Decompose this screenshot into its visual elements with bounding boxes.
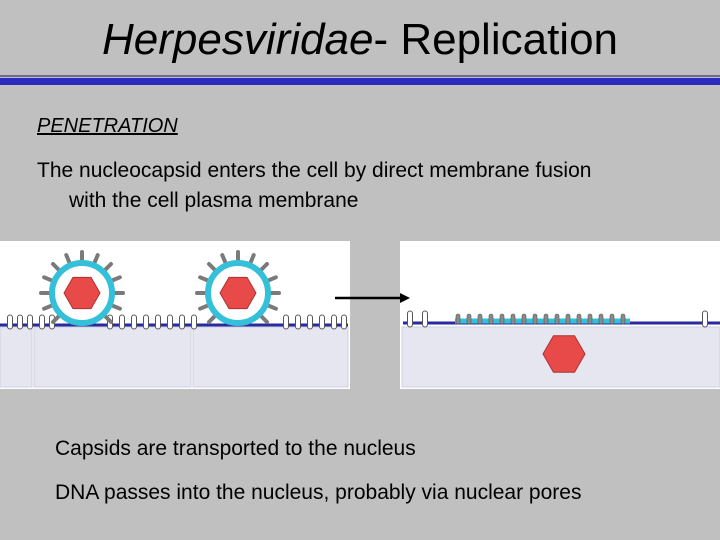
cytoplasm-left-2 (192, 326, 349, 388)
description-paragraph: The nucleocapsid enters the cell by dire… (37, 156, 697, 216)
cytoplasm-left-0 (0, 326, 33, 388)
glycoprotein-stud (576, 313, 582, 325)
membrane-protein-left-17 (331, 314, 337, 330)
capsid-icon (542, 335, 586, 373)
title-underline-shadow (0, 75, 720, 77)
penetration-diagram (0, 241, 720, 389)
title-underline (0, 78, 720, 85)
glycoprotein-stud (565, 313, 571, 325)
glycoprotein-stud (510, 313, 516, 325)
membrane-protein-left-3 (39, 314, 45, 330)
glycoprotein-stud (477, 313, 483, 325)
membrane-protein-left-2 (27, 314, 33, 330)
membrane-protein-left-10 (167, 314, 173, 330)
section-heading: PENETRATION (37, 115, 178, 137)
membrane-protein-left-11 (179, 314, 185, 330)
glycoprotein-stud (543, 313, 549, 325)
glycoprotein-stud (455, 313, 461, 325)
membrane-protein-left-8 (143, 314, 149, 330)
bullet-dna-nuclear-pores: DNA passes into the nucleus, probably vi… (55, 481, 582, 504)
nucleocapsid (63, 276, 101, 310)
membrane-protein-left-0 (7, 314, 13, 330)
membrane-protein-left-1 (17, 314, 23, 330)
membrane-protein-left-15 (307, 314, 313, 330)
glycoprotein-stud (620, 313, 626, 325)
membrane-protein-left-12 (191, 314, 197, 330)
arrow-right-icon (335, 293, 410, 303)
membrane-protein-left-18 (341, 314, 347, 330)
membrane-protein-right-2 (702, 310, 708, 328)
glycoprotein-stud (466, 313, 472, 325)
glycoprotein-stud (521, 313, 527, 325)
virion-icon (195, 250, 281, 326)
glycoprotein-stud (598, 313, 604, 325)
bullet-capsid-transport: Capsids are transported to the nucleus (55, 437, 416, 460)
membrane-protein-right-1 (422, 310, 428, 328)
membrane-protein-left-16 (319, 314, 325, 330)
glycoprotein-stud (499, 313, 505, 325)
virion-icon (39, 250, 125, 326)
membrane-protein-left-9 (155, 314, 161, 330)
nucleocapsid (219, 276, 257, 310)
membrane-protein-left-6 (119, 314, 125, 330)
membrane-protein-left-14 (295, 314, 301, 330)
glycoprotein-stud (609, 313, 615, 325)
membrane-protein-left-13 (283, 314, 289, 330)
membrane-protein-right-0 (407, 310, 413, 328)
glycoprotein-stud (554, 313, 560, 325)
title-rest: - Replication (373, 15, 619, 64)
slide-title: Herpesviridae- Replication (0, 12, 720, 68)
paragraph-line-2: with the cell plasma membrane (69, 189, 359, 212)
glycoprotein-stud (532, 313, 538, 325)
title-italic: Herpesviridae (101, 15, 374, 64)
glycoprotein-stud (587, 313, 593, 325)
paragraph-line-1: The nucleocapsid enters the cell by dire… (37, 159, 592, 182)
cytoplasm-left-1 (33, 326, 192, 388)
membrane-protein-left-7 (131, 314, 137, 330)
glycoprotein-stud (488, 313, 494, 325)
